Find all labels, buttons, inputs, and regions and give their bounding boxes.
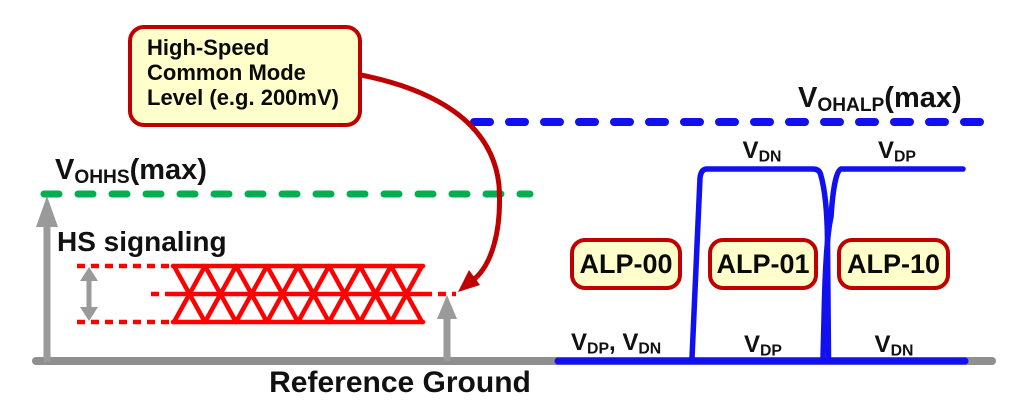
alp10-high-signal-label: VDP [877,137,916,166]
hs-eye-diagram [170,263,426,325]
alp01-high-signal-label: VDN [742,137,782,166]
down-arrowhead-icon [80,307,98,321]
callout-curved-arrow [355,71,502,292]
common-mode-level-arrow [437,295,457,361]
callout-high-speed-common-mode: High-Speed Common Mode Level (e.g. 200mV… [128,25,362,127]
reference-ground-label: Reference Ground [269,366,531,399]
up-arrowhead-icon [80,267,98,281]
vohhs-max-label: VOHHS(max) [55,154,207,189]
up-arrowhead-icon [36,196,58,227]
alp-01-badge: ALP-01 [708,238,818,290]
vohalp-max-label: VOHALP(max) [798,82,962,117]
alp-10-badge: ALP-10 [837,238,950,290]
alp10-vdp-pulse [820,166,966,361]
up-arrowhead-icon [437,295,457,319]
alp-waveforms [554,166,969,365]
callout-line: Common Mode [147,60,306,85]
alp01-vdn-pulse [689,166,832,361]
alp-00-badge: ALP-00 [570,238,682,290]
alp00-low-signal-label: VDP, VDN [571,329,662,358]
callout-line: Level (e.g. 200mV) [147,85,339,110]
arrowhead-icon [458,270,480,292]
alp10-low-signal-label: VDN [874,331,914,360]
callout-line: High-Speed [147,35,270,60]
hs-amplitude-double-arrow [80,267,98,321]
hs-signaling-label: HS signaling [57,226,227,257]
alp01-low-signal-label: VDP [743,331,782,360]
left-axis-arrow [36,196,58,362]
